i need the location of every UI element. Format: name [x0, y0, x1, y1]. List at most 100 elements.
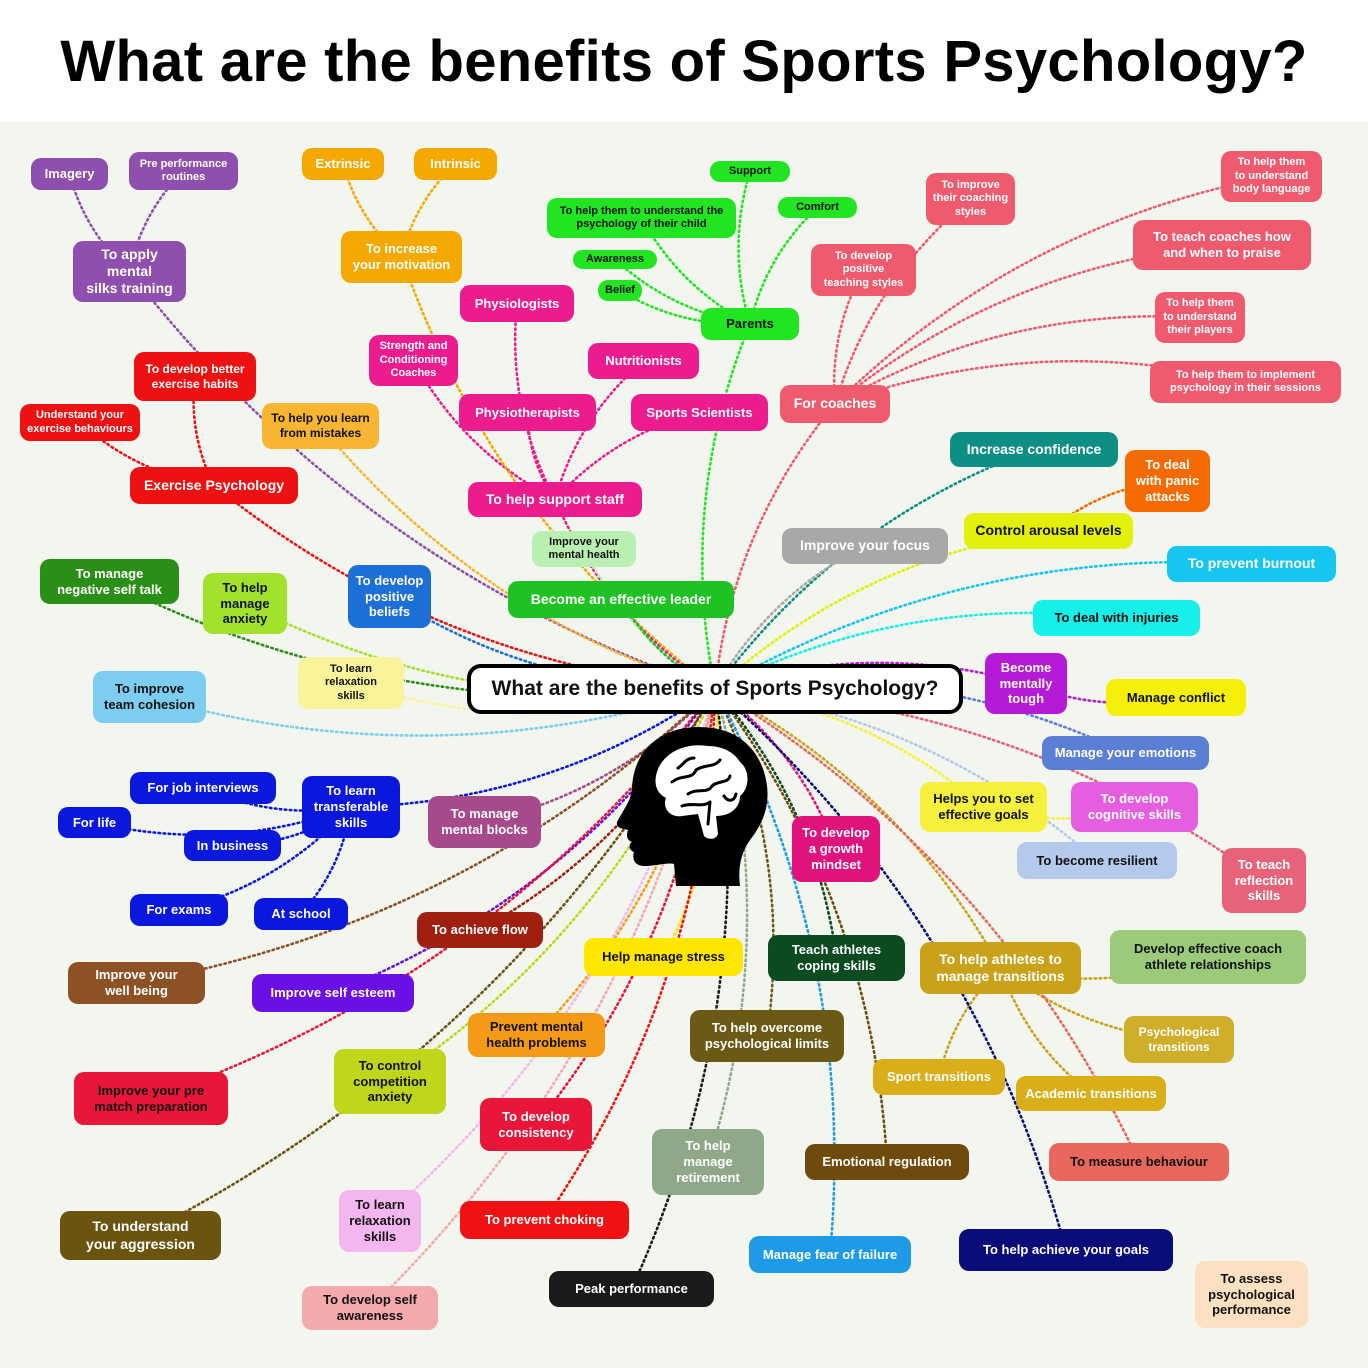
node-exercise-psychology: Exercise Psychology	[130, 467, 298, 504]
node-to-develop-consistency: To develop consistency	[480, 1098, 592, 1151]
node-to-improve-team-cohesion: To improve team cohesion	[93, 671, 206, 723]
node-improve-self-esteem: Improve self esteem	[252, 974, 414, 1012]
node-physiotherapists: Physiotherapists	[459, 394, 596, 431]
node-to-measure-behaviour: To measure behaviour	[1049, 1143, 1229, 1181]
node-sport-transitions: Sport transitions	[873, 1059, 1005, 1095]
node-nutritionists: Nutritionists	[588, 343, 699, 379]
node-peak-performance: Peak performance	[549, 1271, 714, 1307]
node-become-mentally-tough: Become mentally tough	[985, 653, 1067, 714]
node-help-manage-stress: Help manage stress	[584, 938, 743, 976]
connector-line	[319, 424, 717, 691]
connector-line	[833, 197, 972, 406]
node-to-learn-relaxation-skills: To learn relaxation skills	[298, 657, 404, 709]
node-teach-athletes-coping-skills: Teach athletes coping skills	[768, 935, 905, 981]
node-support: Support	[710, 161, 790, 182]
node-to-learn-transferable-skills: To learn transferable skills	[302, 776, 400, 838]
connector-line	[748, 206, 819, 326]
connector-line	[662, 687, 719, 959]
node-to-deal-with-panic-attacks: To deal with panic attacks	[1125, 450, 1210, 512]
node-to-develop-cognitive-skills: To develop cognitive skills	[1071, 782, 1198, 832]
node-to-deal-with-injuries: To deal with injuries	[1033, 600, 1200, 636]
node-to-manage-negative-self-talk: To manage negative self talk	[40, 559, 179, 604]
connector-line	[701, 322, 752, 691]
node-to-develop-better-exercise-habits: To develop better exercise habits	[134, 352, 256, 401]
node-improve-your-mental-health: Improve your mental health	[532, 531, 636, 567]
node-parents: Parents	[701, 308, 799, 340]
node-to-help-them-to-understand-body-language: To help them to understand body language	[1221, 151, 1322, 202]
connector-line	[833, 314, 1202, 406]
node-improve-your-focus: Improve your focus	[782, 528, 948, 564]
page-title: What are the benefits of Sports Psycholo…	[60, 29, 1308, 94]
node-control-arousal-levels: Control arousal levels	[964, 513, 1133, 549]
node-psychological-transitions: Psychological transitions	[1124, 1016, 1234, 1063]
node-to-teach-coaches-how-and-when-to-praise: To teach coaches how and when to praise	[1133, 220, 1311, 270]
node-manage-fear-of-failure: Manage fear of failure	[749, 1236, 911, 1273]
node-emotional-regulation: Emotional regulation	[805, 1144, 969, 1180]
connector-line	[135, 687, 717, 985]
node-to-develop-positive-teaching-styles: To develop positive teaching styles	[811, 244, 916, 296]
title-bar: What are the benefits of Sports Psycholo…	[0, 0, 1368, 122]
node-to-achieve-flow: To achieve flow	[417, 912, 543, 948]
head-with-brain-icon	[616, 726, 768, 886]
node-to-help-them-to-implement-psychology-in-their-sessions: To help them to implement psychology in …	[1150, 361, 1341, 403]
node-prevent-mental-health-problems: Prevent mental health problems	[468, 1013, 605, 1057]
node-to-help-athletes-to-manage-transitions: To help athletes to manage transitions	[920, 942, 1081, 994]
node-improve-your-well-being: Improve your well being	[68, 962, 205, 1004]
node-to-manage-mental-blocks: To manage mental blocks	[428, 796, 541, 848]
node-to-help-you-learn-from-mistakes: To help you learn from mistakes	[262, 403, 379, 449]
node-in-business: In business	[184, 830, 281, 861]
node-increase-confidence: Increase confidence	[950, 432, 1118, 467]
node-to-develop-positive-beliefs: To develop positive beliefs	[348, 565, 431, 628]
node-extrinsic: Extrinsic	[302, 148, 384, 180]
node-to-improve-their-coaching-styles: To improve their coaching styles	[926, 173, 1015, 225]
node-manage-your-emotions: Manage your emotions	[1042, 736, 1209, 770]
connector-line	[713, 687, 775, 1038]
node-to-help-manage-anxiety: To help manage anxiety	[203, 573, 287, 634]
node-strength-and-conditioning-coaches: Strength and Conditioning Coaches	[369, 335, 458, 386]
node-to-increase-your-motivation: To increase your motivation	[341, 231, 462, 283]
node-for-coaches: For coaches	[780, 385, 890, 423]
node-to-teach-reflection-skills: To teach reflection skills	[1222, 848, 1306, 913]
connector-line	[713, 687, 1002, 970]
connector-line	[737, 170, 752, 326]
connector-line	[713, 687, 838, 960]
node-at-school: At school	[254, 898, 348, 930]
node-to-develop-a-growth-mindset: To develop a growth mindset	[792, 816, 880, 882]
node-to-become-resilient: To become resilient	[1017, 842, 1177, 879]
node-belief: Belief	[598, 280, 642, 301]
node-imagery: Imagery	[31, 158, 108, 190]
node-for-life: For life	[58, 807, 131, 838]
node-become-an-effective-leader: Become an effective leader	[508, 581, 734, 618]
node-to-learn-relaxation-skills: To learn relaxation skills	[339, 1190, 421, 1252]
node-to-help-them-to-understand-their-players: To help them to understand their players	[1155, 292, 1245, 343]
node-to-help-manage-retirement: To help manage retirement	[652, 1129, 764, 1195]
node-for-exams: For exams	[130, 894, 228, 926]
node-helps-you-to-set-effective-goals: Helps you to set effective goals	[920, 782, 1047, 832]
connector-line	[833, 243, 1224, 406]
node-to-develop-self-awareness: To develop self awareness	[302, 1286, 438, 1330]
connector-line	[713, 448, 1036, 691]
node-for-job-interviews: For job interviews	[130, 772, 276, 804]
node-develop-effective-coach-athlete-relationships: Develop effective coach athlete relation…	[1110, 930, 1306, 984]
node-to-help-overcome-psychological-limits: To help overcome psychological limits	[690, 1010, 844, 1062]
node-to-understand-your-aggression: To understand your aggression	[60, 1211, 221, 1260]
node-to-prevent-burnout: To prevent burnout	[1167, 546, 1336, 582]
node-awareness: Awareness	[573, 250, 657, 269]
node-to-prevent-choking: To prevent choking	[460, 1201, 629, 1239]
node-to-apply-mental-silks-training: To apply mental silks training	[73, 241, 186, 302]
node-academic-transitions: Academic transitions	[1016, 1076, 1166, 1111]
central-topic: What are the benefits of Sports Psycholo…	[467, 664, 963, 714]
connector-line	[349, 687, 717, 809]
node-to-help-achieve-your-goals: To help achieve your goals	[959, 1229, 1173, 1271]
node-improve-your-pre-match-preparation: Improve your pre match preparation	[74, 1072, 228, 1125]
node-manage-conflict: Manage conflict	[1106, 679, 1246, 716]
node-physiologists: Physiologists	[460, 285, 574, 322]
node-comfort: Comfort	[778, 197, 857, 218]
connector-line	[833, 175, 1273, 406]
node-to-control-competition-anxiety: To control competition anxiety	[334, 1049, 446, 1114]
connector-line	[713, 402, 837, 691]
node-to-assess-psychological-performance: To assess psychological performance	[1195, 1261, 1308, 1328]
node-understand-your-exercise-behaviours: Understand your exercise behaviours	[20, 404, 140, 441]
node-to-help-them-to-understand-the-psychology-of-their-child: To help them to understand the psycholog…	[547, 198, 736, 238]
node-sports-scientists: Sports Scientists	[631, 394, 768, 431]
